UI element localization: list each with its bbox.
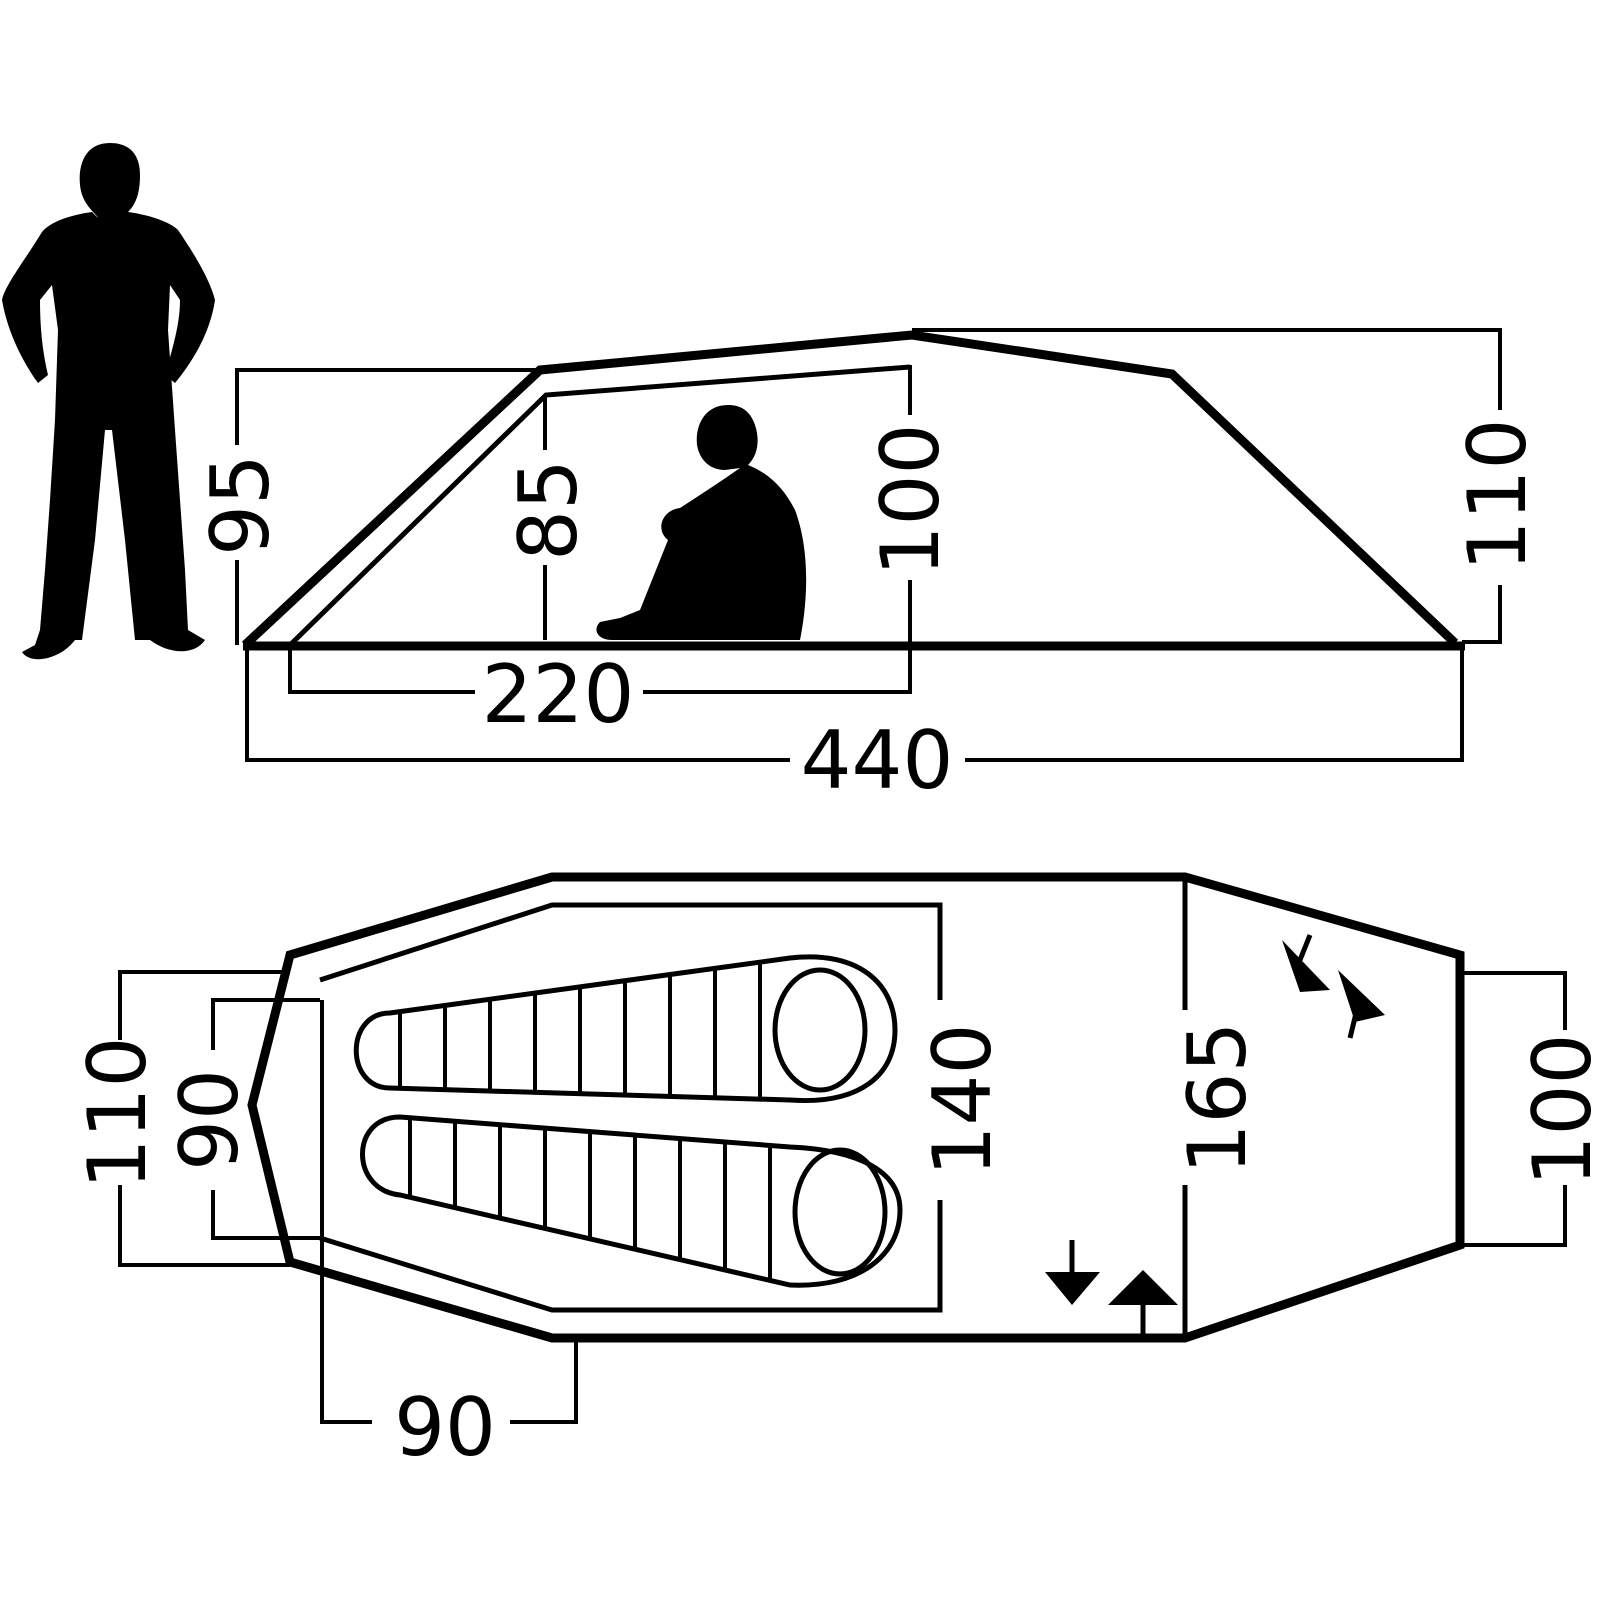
dim-label-inner-end-width: 90 — [163, 1069, 256, 1171]
dim-label-end-depth: 90 — [394, 1381, 496, 1474]
dim-label-vestibule-width: 165 — [1171, 1022, 1264, 1175]
dim-label-inner-width: 140 — [916, 1024, 1009, 1177]
dim-line-110b — [1462, 585, 1502, 644]
dim-line-110-left-b — [118, 1185, 290, 1267]
door-arrows-icon — [1045, 934, 1385, 1338]
dim-label-inner-length: 220 — [482, 648, 635, 741]
dim-line-100-right-b — [1460, 1185, 1567, 1247]
inner-tent-outline-b — [319, 1200, 943, 1313]
dim-line-220 — [288, 645, 475, 694]
dim-line-110-left — [118, 970, 290, 1040]
dim-label-total-length: 440 — [801, 714, 954, 807]
dim-label-peak-height: 110 — [1451, 419, 1544, 572]
dim-line-90-left — [211, 998, 320, 1050]
inner-tent-profile — [288, 364, 911, 647]
top-view: 110 90 140 165 100 90 — [71, 872, 1600, 1474]
tent-outer-profile — [241, 330, 1459, 649]
inner-tent-outline — [319, 902, 943, 1000]
dim-line-90-bottom-b — [510, 1338, 578, 1424]
side-view: 95 85 100 110 220 440 — [194, 328, 1544, 807]
dim-label-front-height: 95 — [194, 454, 287, 556]
dim-label-inner-front-height: 85 — [502, 459, 595, 561]
standing-person-icon — [2, 143, 215, 660]
sitting-person-icon — [596, 405, 807, 640]
sleeping-bag — [360, 1114, 903, 1288]
sleeping-bag — [353, 954, 898, 1104]
dim-label-rear-width: 100 — [1516, 1034, 1600, 1187]
dim-line-440b — [965, 645, 1464, 762]
dim-line-90-bottom — [320, 1000, 372, 1424]
dim-label-inner-peak-height: 100 — [864, 424, 957, 577]
tent-outer-footprint — [247, 872, 1465, 1343]
dim-label-outer-end-width: 110 — [71, 1037, 164, 1190]
dim-line-90-left-b — [211, 1190, 320, 1240]
dim-line-100-right — [1460, 971, 1567, 1030]
dim-line-440 — [245, 645, 790, 762]
dim-line-95 — [235, 368, 540, 445]
dim-line-110 — [912, 328, 1502, 410]
